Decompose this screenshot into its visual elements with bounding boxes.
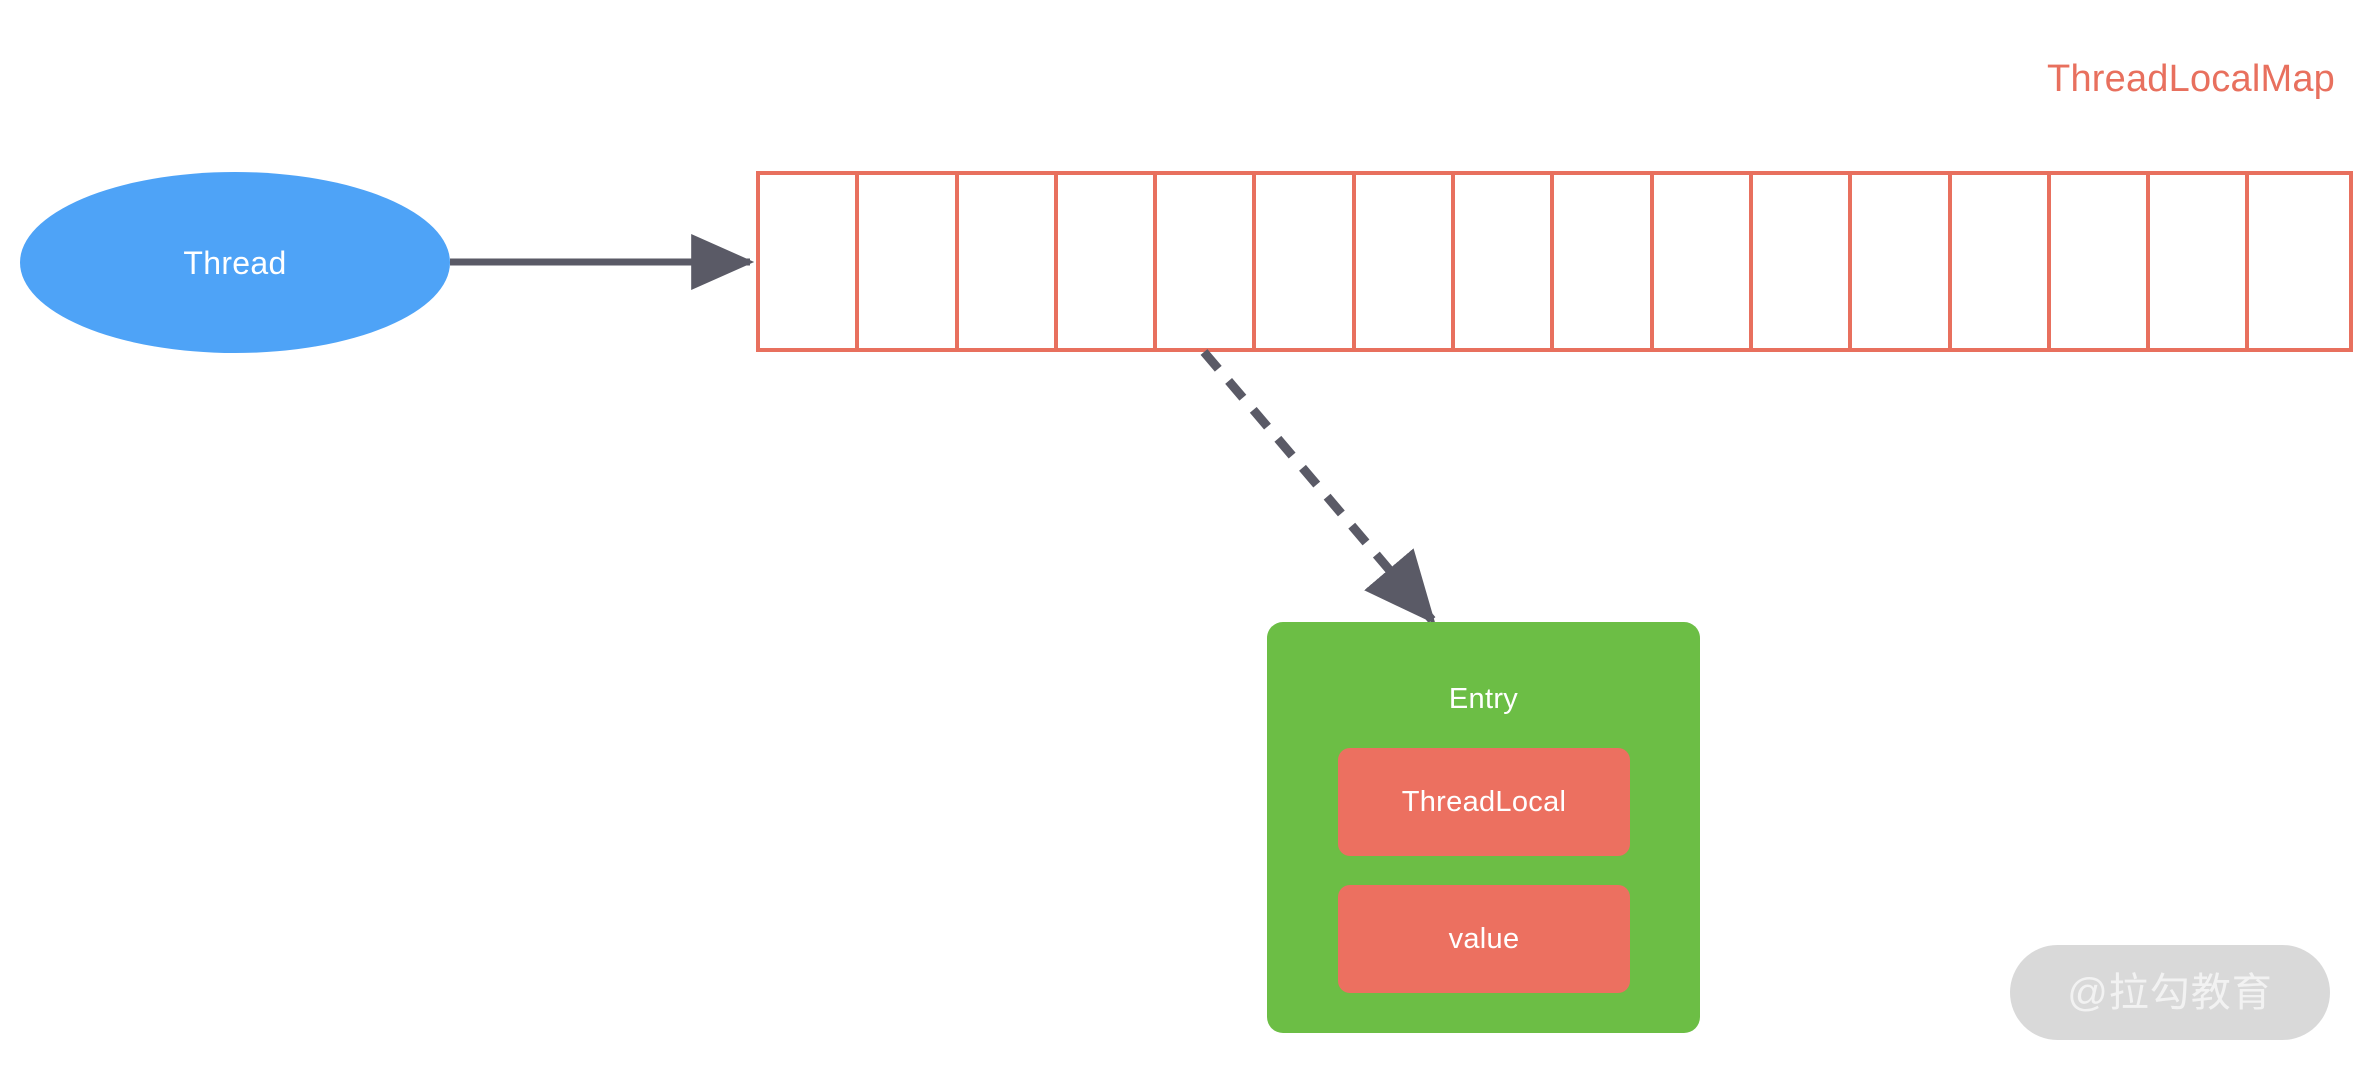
table-slot bbox=[2050, 175, 2151, 348]
arrow-slot-to-entry bbox=[1200, 349, 1436, 625]
watermark-text: @拉勾教育 bbox=[2067, 970, 2273, 1015]
table-slot bbox=[1554, 175, 1654, 348]
page-title: ThreadLocalMap bbox=[2047, 58, 2335, 100]
table-slot bbox=[2150, 175, 2250, 348]
entry-field-value: value bbox=[1338, 885, 1630, 993]
entry-field-threadlocal: ThreadLocal bbox=[1338, 748, 1630, 856]
entry-node: Entry ThreadLocal value bbox=[1267, 622, 1700, 1033]
thread-node: Thread bbox=[20, 172, 450, 353]
watermark-badge: @拉勾教育 bbox=[2010, 945, 2330, 1040]
entry-field-value-label: value bbox=[1448, 923, 1520, 955]
thread-node-label: Thread bbox=[183, 244, 287, 281]
table-slot bbox=[1355, 175, 1456, 348]
table-slot bbox=[1057, 175, 1158, 348]
entry-field-threadlocal-label: ThreadLocal bbox=[1401, 786, 1567, 818]
table-slot bbox=[1256, 175, 1356, 348]
table-slot bbox=[1852, 175, 1952, 348]
table-slot bbox=[1653, 175, 1753, 348]
table-slot bbox=[760, 175, 860, 348]
table-slot bbox=[958, 175, 1058, 348]
table-slot bbox=[1752, 175, 1853, 348]
threadlocalmap-slot-array bbox=[756, 171, 2353, 352]
table-slot bbox=[1951, 175, 2051, 348]
entry-node-title: Entry bbox=[1448, 683, 1519, 715]
table-slot bbox=[1157, 175, 1257, 348]
table-slot bbox=[2249, 175, 2349, 348]
table-slot bbox=[1455, 175, 1555, 348]
table-slot bbox=[859, 175, 959, 348]
